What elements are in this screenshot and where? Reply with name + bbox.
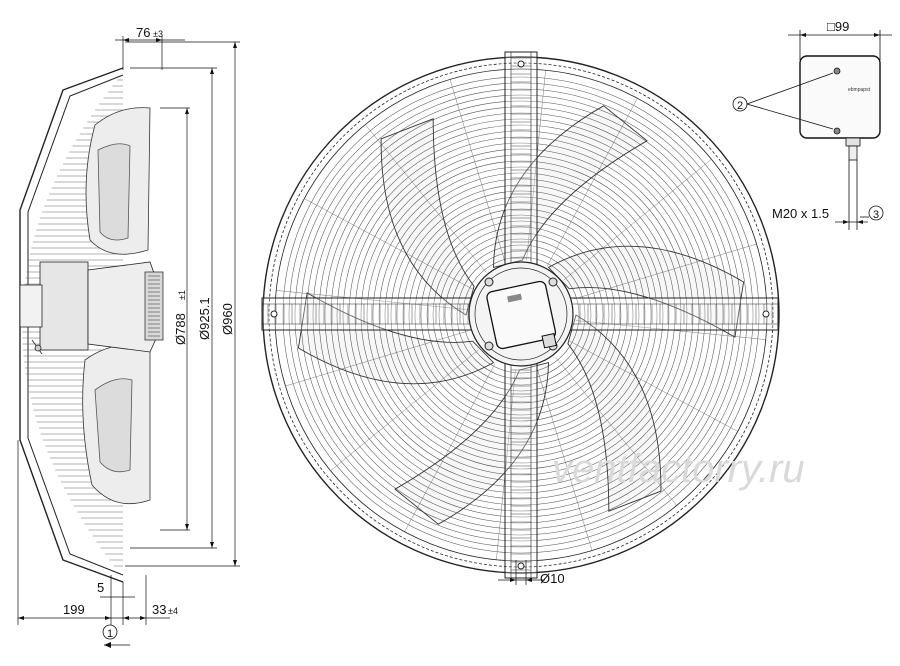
guard-ring: [288, 82, 754, 548]
guard-ring: [438, 232, 604, 398]
terminal-box-detail: [746, 30, 892, 230]
guard-ring: [312, 106, 730, 524]
guard-ring: [300, 94, 742, 536]
guard-ring: [462, 256, 580, 374]
guard-spoke: [526, 70, 546, 261]
guard-ring: [354, 148, 688, 482]
callout-3: 3: [868, 205, 884, 221]
guard-spoke: [563, 159, 712, 281]
guard-spoke: [546, 98, 638, 267]
fan-blade: [547, 245, 745, 338]
front-view: [261, 51, 780, 579]
dim-788-label: Ø788: [173, 313, 188, 345]
guard-ring: [402, 196, 640, 434]
side-dimension-lines: [17, 36, 240, 646]
guard-ring: [306, 100, 736, 530]
guard-ring: [360, 154, 682, 476]
guard-ring: [390, 184, 652, 446]
guard-ring: [366, 160, 676, 470]
guard-spoke: [404, 363, 496, 532]
guard-ring: [372, 166, 670, 464]
guard-spoke: [573, 243, 757, 300]
cable-gland-thread: M20 x 1.5: [772, 206, 829, 221]
guard-ring: [456, 250, 586, 380]
dim-10-label: Ø10: [540, 571, 565, 586]
guard-ring: [324, 118, 718, 512]
dim-788-tolerance: ±1: [177, 290, 187, 300]
guard-spoke: [365, 124, 487, 273]
guard-spoke: [569, 340, 738, 432]
callout-2-label: 2: [737, 100, 743, 112]
side-view: [19, 67, 164, 583]
dim-33-label: 33: [152, 602, 166, 617]
guard-spoke: [555, 357, 677, 506]
fan-blade: [297, 292, 495, 385]
dim-5-label: 5: [97, 580, 104, 595]
brand-label: ebmpapst: [848, 87, 871, 93]
dim-199-label: 199: [63, 602, 85, 617]
guard-spoke: [536, 367, 593, 551]
guard-spoke: [330, 349, 479, 471]
guard-ring: [414, 208, 628, 422]
callout-3-label: 3: [873, 209, 879, 221]
guard-ring: [336, 130, 706, 500]
dim-960-label: Ø960: [220, 303, 235, 335]
dim-76-tolerance: ±3: [153, 29, 163, 39]
guard-spoke: [449, 79, 506, 263]
fan-blade: [380, 118, 475, 316]
dim-76-label: 76: [136, 25, 150, 40]
guard-ring: [318, 112, 724, 518]
guard-ring: [444, 238, 598, 392]
guard-ring: [426, 220, 616, 410]
fan-blade: [394, 362, 549, 525]
guard-ring: [342, 136, 700, 494]
guard-spoke: [285, 330, 469, 387]
guard-ring: [378, 172, 664, 458]
callout-2: 2: [732, 96, 748, 112]
guard-ring: [450, 244, 592, 386]
fan-blade: [567, 314, 662, 512]
callout-1: 1: [102, 624, 118, 640]
guard-ring: [294, 88, 748, 542]
guard-spoke: [496, 369, 516, 560]
guard-spoke: [304, 198, 473, 290]
fan-blade: [493, 105, 648, 268]
guard-ring: [330, 124, 712, 506]
watermark: ventfactorry.ru: [552, 447, 805, 491]
guard-ring: [432, 226, 610, 404]
terminal-box-size: □99: [827, 19, 849, 34]
front-dimension-lines: [498, 560, 545, 585]
guard-ring: [282, 76, 760, 554]
callout-1-label: 1: [107, 628, 113, 640]
dim-33-tolerance: ±4: [168, 606, 178, 616]
guard-ring: [408, 202, 634, 428]
guard-ring: [420, 214, 622, 416]
dim-925-label: Ø925.1: [197, 297, 212, 340]
guard-ring: [396, 190, 646, 440]
